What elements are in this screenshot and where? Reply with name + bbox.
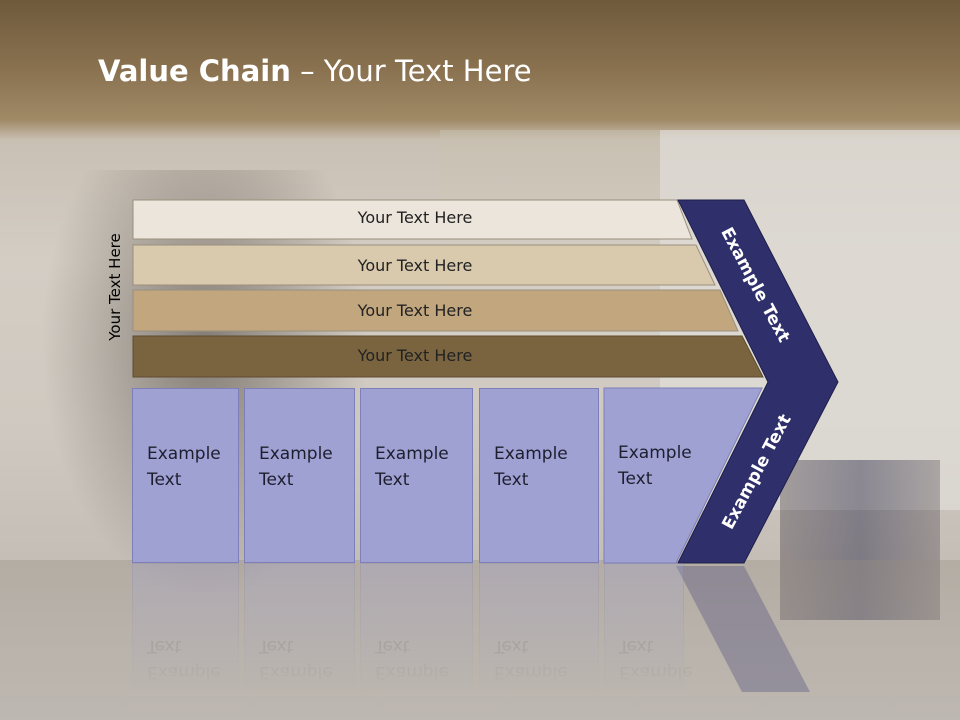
box-2-reflection: Example Text [244,563,355,720]
bar-4-label: Your Text Here [357,346,473,365]
box-4-reflection: Example Text [479,563,599,720]
bar-2-label: Your Text Here [357,256,473,275]
box-3: Example Text [360,388,473,563]
box-3-text: Example Text [375,444,449,490]
box-4-text: Example Text [494,444,568,490]
boxes-reflection-inner: Example Text Example Text Example Text E… [0,563,960,720]
box-2: Example Text [244,388,355,563]
chevron-reflection [676,566,810,692]
background-desk [0,560,960,720]
box-1: Example Text [132,388,239,563]
box-5-text: Example Text [618,443,692,489]
bar-4-shape [132,335,764,378]
boxes-reflection: Example Text Example Text Example Text E… [0,563,960,720]
box-1-text: Example Text [147,444,221,490]
box-5-reflection: Example Text [604,563,693,720]
background-books [780,460,940,620]
bar-2-shape [132,244,716,286]
slide-title-rest: – Your Text Here [290,54,532,88]
bar-3-shape [132,289,739,332]
box-2-reflection-text: Example Text [259,636,333,682]
chevron-shape [677,199,839,564]
box-4-reflection-text: Example Text [494,636,568,682]
slide-title-bold: Value Chain [98,54,291,88]
box-1-reflection: Example Text [132,563,239,720]
box-1-reflection-text: Example Text [147,636,221,682]
box-2-text: Example Text [259,444,333,490]
slide-title: Value Chain – Your Text Here [98,54,532,88]
bar-1-shape [132,199,693,240]
box-3-reflection-text: Example Text [375,636,449,682]
box-5-reflection-text: Example Text [619,636,693,682]
bar-1-label: Your Text Here [357,208,473,227]
box-3-reflection: Example Text [360,563,473,720]
box-4: Example Text [479,388,599,563]
bar-3-label: Your Text Here [357,301,473,320]
box-5-shape [603,387,763,564]
